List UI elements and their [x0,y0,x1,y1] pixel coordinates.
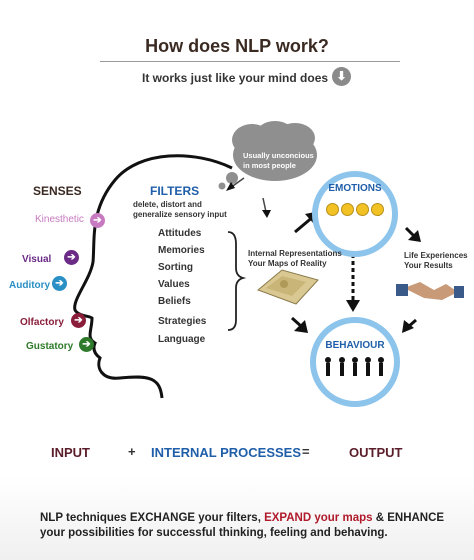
emotions-to-life-arrow [404,226,416,238]
bottom-line-1-part-3: & ENHANCE [372,512,445,524]
arrow-right-icon: ➔ [71,313,86,328]
cloud-down-arrow [262,197,267,213]
life-experiences-2: Your Results [404,261,453,270]
head-silhouette [73,154,233,399]
filter-item: Sorting [158,262,193,273]
map-image [257,269,319,305]
filters-brace [227,231,247,331]
equation-input: INPUT [51,445,90,460]
arrow-right-icon: ➔ [79,337,94,352]
smiley-icon [356,203,369,216]
bottom-line-2: your possibilities for successful thinki… [40,527,388,539]
filter-item: Beliefs [158,296,191,307]
filters-description-2: generalize sensory input [133,210,227,219]
filters-description-1: delete, distort and [133,200,202,209]
cloud-text-1: Usually unconcious [243,151,314,160]
filters-heading: FILTERS [150,184,200,198]
emotions-label: EMOTIONS [328,183,382,194]
cloud-text-2: in most people [243,161,296,170]
bottom-line-1: NLP techniques EXCHANGE your filters, EX… [40,511,460,526]
smiley-icon [371,203,384,216]
behaviour-label: BEHAVIOUR [325,340,385,351]
title-divider [100,61,400,62]
filter-item: Memories [158,245,205,256]
equation-equals: = [302,444,310,459]
smiley-icon [326,203,339,216]
sense-label-gustatory: Gustatory [26,341,74,352]
page-title: How does NLP work? [145,36,329,56]
internal-representations-2: Your Maps of Reality [248,259,327,268]
emotion-faces [326,203,384,216]
filter-item: Language [158,334,206,345]
arrow-down-circle-icon: ⬇ [332,67,351,86]
arrow-right-icon: ➔ [64,250,79,265]
sense-label-visual: Visual [22,254,52,265]
filter-item: Strategies [158,316,207,327]
bottom-line-1-highlight: EXPAND your maps [264,512,373,524]
page-subtitle: It works just like your mind does [142,71,329,85]
bottom-message: NLP techniques EXCHANGE your filters, EX… [40,511,460,541]
filter-item: Attitudes [158,228,202,239]
equation-output: OUTPUT [349,445,403,460]
handshake-image [396,282,464,300]
emotions-circle [312,171,398,257]
smiley-icon [341,203,354,216]
internal-representations-1: Internal Representations [248,249,342,258]
sense-label-olfactory: Olfactory [20,317,64,328]
sense-label-auditory: Auditory [9,280,51,291]
arrow-right-icon: ➔ [52,276,67,291]
senses-heading: SENSES [33,184,82,198]
people-figures-icon [325,357,384,376]
equation-plus: + [128,444,136,459]
bottom-line-1-part-1: NLP techniques EXCHANGE your filters, [40,512,265,524]
filter-item: Values [158,279,190,290]
arrow-right-icon: ➔ [90,213,105,228]
thought-cloud [218,121,317,190]
bottom-banner [0,476,474,560]
sense-label-kinesthetic: Kinesthetic [35,214,84,225]
life-experiences-1: Life Experiences [404,251,468,260]
equation-processes: INTERNAL PROCESSES [151,445,302,460]
